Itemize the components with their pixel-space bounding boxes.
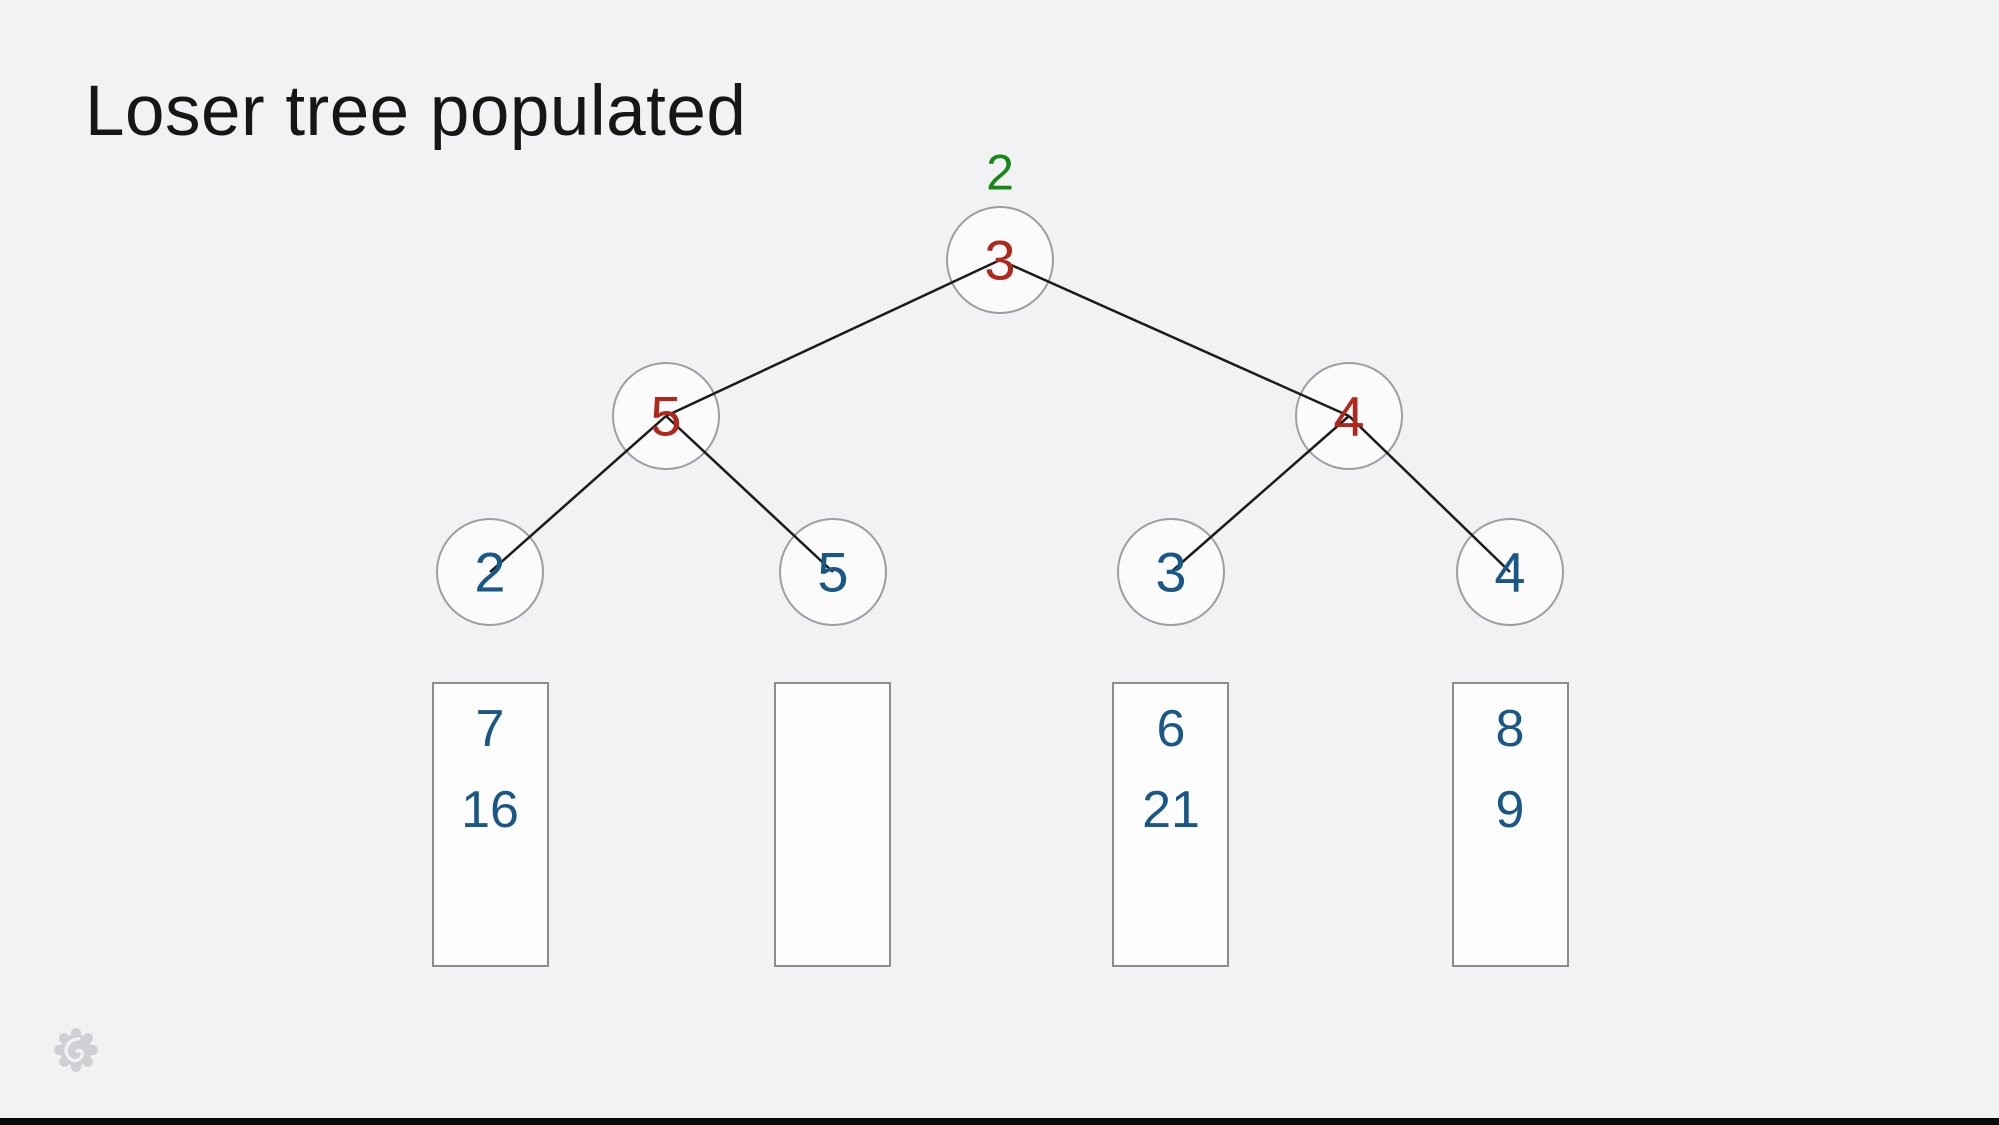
queue-3-item-2: 21	[1142, 781, 1200, 839]
internal-node-left-value: 5	[650, 385, 681, 448]
spiral-gear-logo-icon	[54, 1028, 98, 1072]
queue-3-item-1: 6	[1157, 700, 1186, 758]
queue-1	[432, 682, 549, 967]
edge-left-leaf1	[489, 415, 667, 573]
queue-1-item-1: 7	[476, 700, 505, 758]
queue-4	[1452, 682, 1569, 967]
edge-right-leaf4	[1348, 415, 1511, 573]
overall-winner-label: 2	[986, 145, 1014, 201]
queue-4-item-1: 8	[1496, 700, 1525, 758]
queue-2	[774, 682, 891, 967]
internal-node-root-value: 3	[984, 229, 1015, 292]
edge-left-leaf2	[665, 415, 834, 573]
queue-3	[1112, 682, 1229, 967]
internal-node-right-value: 4	[1333, 385, 1364, 448]
queue-4-item-2: 9	[1496, 781, 1525, 839]
edge-root-right	[999, 258, 1350, 418]
leaf-node-1-value: 2	[474, 541, 505, 604]
leaf-node-4-value: 4	[1494, 541, 1525, 604]
letterbox-bar	[0, 1118, 1999, 1125]
leaf-node-3-value: 3	[1155, 541, 1186, 604]
queue-1-item-2: 16	[461, 781, 519, 839]
slide-title: Loser tree populated	[85, 72, 747, 151]
leaf-node-2-value: 5	[817, 541, 848, 604]
edge-right-leaf3	[1170, 415, 1350, 573]
edge-root-left	[665, 258, 1001, 418]
